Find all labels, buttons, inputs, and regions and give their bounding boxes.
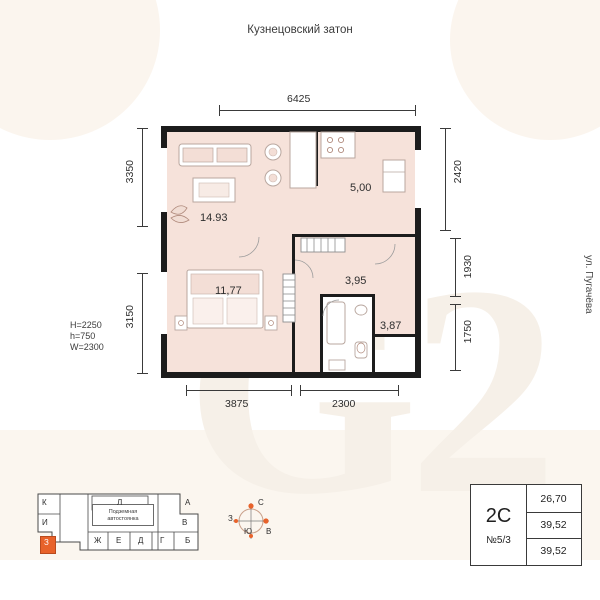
wall-hall-top <box>292 234 421 237</box>
bathroom-area: 3,87 <box>380 320 402 332</box>
keyplan-label-i: И <box>42 518 48 527</box>
background-blob-1 <box>0 0 160 140</box>
kitchen-area: 5,00 <box>350 182 372 194</box>
keyplan-label-z: З <box>44 538 49 547</box>
page-title: Кузнецовский затон <box>247 24 353 36</box>
dim-bottom-right-value: 2300 <box>332 398 356 410</box>
apartment-type: 2С <box>485 505 512 527</box>
underground-parking-label: Подземная автостоянка <box>92 504 154 526</box>
keyplan-label-g: Г <box>160 536 165 545</box>
dim-tick-br-l <box>300 385 301 396</box>
keyplan-label-b: Б <box>185 536 191 545</box>
note-line-2: h=750 <box>70 331 96 341</box>
dim-line-bottom-right <box>300 390 398 391</box>
dim-line-left-lower <box>142 273 143 373</box>
apartment-number: №5/3 <box>486 535 511 546</box>
note-line-3: W=2300 <box>70 342 104 352</box>
compass-icon <box>233 503 269 539</box>
dim-tick-bl-l <box>186 385 187 396</box>
apartment-info-box: 2С №5/3 26,70 39,52 39,52 <box>470 484 582 566</box>
wall-top <box>161 126 421 132</box>
key-plan[interactable]: Подземная автостоянка К Л А И Б З Ж Е Д … <box>30 480 210 570</box>
dim-bottom-left-value: 3875 <box>225 398 249 410</box>
dim-line-bottom-left <box>186 390 291 391</box>
note-line-1: H=2250 <box>70 320 102 330</box>
wall-bath-top <box>320 294 375 297</box>
dim-line-top <box>219 110 415 111</box>
balcony-fill <box>373 297 415 337</box>
wall-right-lower <box>415 296 421 378</box>
dim-tick-top-l <box>219 105 220 116</box>
keyplan-label-v: В <box>182 518 188 527</box>
info-divider-1 <box>526 512 581 513</box>
dim-tick-bl-r <box>291 385 292 396</box>
wall-right-mid <box>415 232 421 302</box>
plan-note: H=2250 h=750 W=2300 <box>70 320 104 353</box>
keyplan-label-e: Е <box>116 536 122 545</box>
info-divider-2 <box>526 538 581 539</box>
dim-tick-lu-t <box>137 128 148 129</box>
window-right-1 <box>415 148 421 210</box>
compass-south: Ю <box>244 527 253 536</box>
info-vertical-divider <box>526 485 527 565</box>
street-label-right: ул. Пугачёва <box>583 255 594 314</box>
window-left-2 <box>161 270 167 336</box>
dim-tick-lu-b <box>137 226 148 227</box>
compass-west: З <box>228 514 233 523</box>
living-room-area: 14.93 <box>200 212 228 224</box>
dim-left-lower-value: 3150 <box>124 305 136 329</box>
dim-tick-ru-b <box>440 230 451 231</box>
dim-line-left-upper <box>142 128 143 226</box>
compass-rose: С В Ю З <box>228 498 274 544</box>
highlighted-section[interactable] <box>40 536 56 554</box>
hall-area: 3,95 <box>345 275 367 287</box>
dim-tick-top-r <box>415 105 416 116</box>
dim-tick-ru-t <box>440 128 451 129</box>
keyplan-label-zh: Ж <box>94 536 102 545</box>
dim-line-right-mid <box>455 238 456 296</box>
dim-tick-ll-b <box>137 373 148 374</box>
dim-right-lower-value: 1750 <box>462 320 474 344</box>
dim-left-upper-value: 3350 <box>124 160 136 184</box>
window-left-1 <box>161 146 167 214</box>
area-full: 39,52 <box>540 545 567 557</box>
area-total: 26,70 <box>540 493 567 505</box>
dim-line-right-lower <box>455 304 456 370</box>
background-blob-2 <box>450 0 600 140</box>
dim-top-value: 6425 <box>287 93 311 105</box>
keyplan-label-k: К <box>42 498 47 507</box>
furniture-layer <box>170 131 406 371</box>
compass-east: В <box>266 527 272 536</box>
dim-tick-rm-t <box>450 238 461 239</box>
keyplan-label-d: Д <box>138 536 144 545</box>
bedroom-area: 11,77 <box>215 285 242 297</box>
wall-bath-left <box>320 294 323 378</box>
dim-tick-rl-t <box>450 304 461 305</box>
dim-tick-br-r <box>398 385 399 396</box>
keyplan-label-l: Л <box>117 498 123 507</box>
dim-tick-ll-t <box>137 273 148 274</box>
dim-right-mid-value: 1930 <box>462 255 474 279</box>
hall-lower-fill <box>295 297 323 372</box>
dim-line-right-upper <box>445 128 446 230</box>
keyplan-label-a: А <box>185 498 191 507</box>
area-living: 39,52 <box>540 519 567 531</box>
dim-tick-rm-b <box>450 296 461 297</box>
compass-north: С <box>258 498 264 507</box>
wall-bottom <box>161 372 421 378</box>
wall-balcony-bottom <box>372 334 421 337</box>
floor-plan: 14.93 5,00 11,77 3,95 3,87 <box>155 120 430 380</box>
dim-right-upper-value: 2420 <box>452 160 464 184</box>
dim-tick-rl-b <box>450 370 461 371</box>
